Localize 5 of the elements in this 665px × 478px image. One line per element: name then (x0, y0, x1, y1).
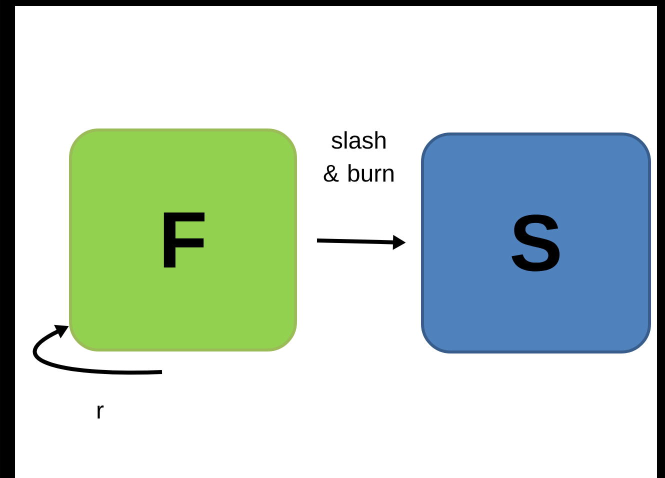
node-box: S (421, 132, 651, 354)
edge-label: r (98, 406, 104, 418)
edge-label: slash & burn (324, 131, 394, 182)
arrow (32, 324, 162, 375)
node-box: F (69, 128, 297, 352)
